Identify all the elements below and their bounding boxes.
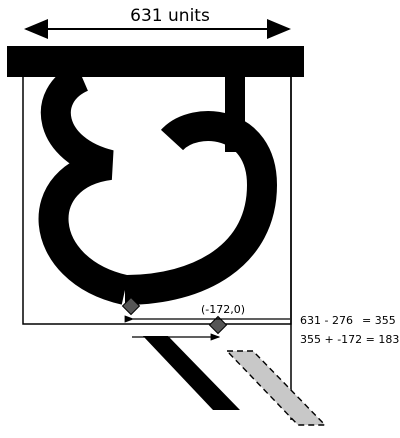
glyph-left-bowl (38, 63, 129, 305)
equation-2-lhs: 355 + -172 = 183 (300, 333, 399, 346)
equation-1-rhs: = 355 (362, 314, 396, 327)
width-dimension-label: 631 units (130, 6, 210, 26)
equation-line-1: 631 - 276 = 355 (300, 314, 396, 327)
glyph-right-bowl (124, 111, 278, 305)
anchor-point-label: (276,57) (112, 280, 159, 293)
glyph-headline-bar (7, 46, 304, 77)
anchor-point-marker (121, 296, 141, 316)
offset-point-label: (-172,0) (201, 303, 245, 316)
combining-mark-solid (143, 336, 240, 410)
equation-line-2: 355 + -172 = 183 (300, 333, 399, 346)
combining-mark-ghost (225, 350, 327, 426)
equation-1-lhs: 631 - 276 (300, 314, 353, 327)
offset-point-marker (208, 315, 228, 335)
